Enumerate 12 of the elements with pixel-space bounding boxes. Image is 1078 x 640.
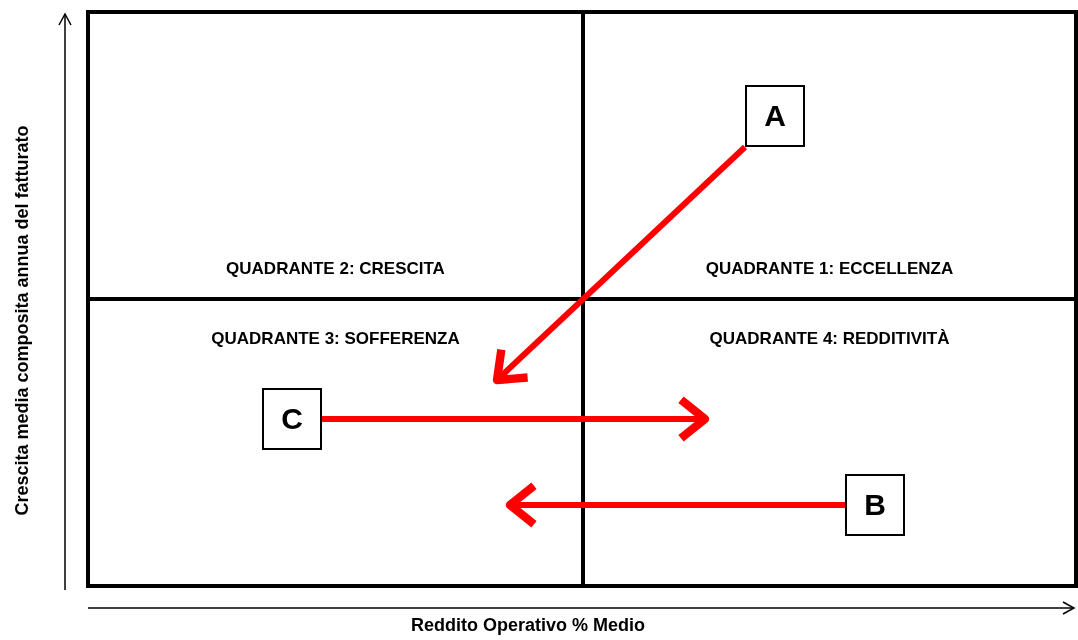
y-axis-label: Crescita media composita annua del fatturato	[11, 124, 33, 516]
letter-box: A	[745, 85, 805, 147]
quadrant-title: QUADRANTE 4: REDDITIVITÀ	[708, 329, 951, 349]
arrow	[492, 144, 748, 385]
quadrant-title: QUADRANTE 1: ECCELLENZA	[704, 259, 955, 279]
letter-box: B	[845, 474, 905, 536]
arrow	[322, 395, 710, 443]
quadrant-title: QUADRANTE 3: SOFFERENZA	[210, 329, 461, 349]
arrow	[505, 481, 845, 529]
quadrant-title: QUADRANTE 2: CRESCITA	[225, 259, 446, 279]
letter-box: C	[262, 388, 322, 450]
x-axis-label: Reddito Operativo % Medio	[411, 614, 646, 636]
